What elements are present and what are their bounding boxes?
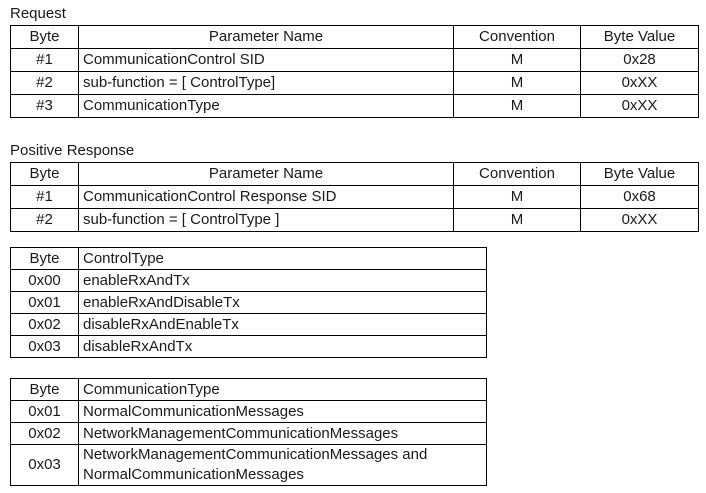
convention-cell: M (453, 71, 581, 95)
byte-cell: 0x03 (10, 444, 79, 486)
byte-column-header: Byte (10, 378, 79, 401)
table-row: 0x02 disableRxAndEnableTx (10, 313, 487, 336)
byte-cell: 0x00 (10, 269, 79, 292)
control-type-table: Byte ControlType 0x00 enableRxAndTx 0x01… (10, 247, 487, 358)
parameter-cell: CommunicationType (78, 94, 454, 118)
table-row: #2 sub-function = [ ControlType] M 0xXX (10, 71, 699, 95)
description-cell: enableRxAndTx (78, 269, 487, 292)
parameter-cell: CommunicationControl SID (78, 48, 454, 72)
byte-value-cell: 0x68 (580, 185, 699, 209)
byte-column-header: Byte (10, 247, 79, 270)
byte-cell: 0x01 (10, 400, 79, 423)
table-row: 0x03 NetworkManagementCommunicationMessa… (10, 444, 487, 486)
byte-value-cell: 0x28 (580, 48, 699, 72)
description-cell: NormalCommunicationMessages (78, 400, 487, 423)
byte-cell: 0x01 (10, 291, 79, 314)
table-row: #1 CommunicationControl Response SID M 0… (10, 185, 699, 209)
table-header-row: Byte Parameter Name Convention Byte Valu… (10, 25, 699, 49)
byte-cell: 0x02 (10, 422, 79, 445)
table-row: #2 sub-function = [ ControlType ] M 0xXX (10, 208, 699, 232)
table-header-row: Byte ControlType (10, 247, 487, 270)
parameter-cell: sub-function = [ ControlType ] (78, 208, 454, 232)
communication-type-column-header: CommunicationType (78, 378, 487, 401)
convention-column-header: Convention (453, 25, 581, 49)
description-cell: disableRxAndTx (78, 335, 487, 358)
convention-cell: M (453, 208, 581, 232)
byte-cell: #3 (10, 94, 79, 118)
table-row: #1 CommunicationControl SID M 0x28 (10, 48, 699, 72)
positive-response-table: Byte Parameter Name Convention Byte Valu… (10, 162, 699, 232)
table-row: 0x02 NetworkManagementCommunicationMessa… (10, 422, 487, 445)
parameter-name-column-header: Parameter Name (78, 25, 454, 49)
parameter-name-column-header: Parameter Name (78, 162, 454, 186)
byte-value-column-header: Byte Value (580, 25, 699, 49)
table-row: 0x00 enableRxAndTx (10, 269, 487, 292)
description-cell: NetworkManagementCommunicationMessages a… (78, 444, 487, 486)
byte-column-header: Byte (10, 162, 79, 186)
request-section-title: Request (10, 5, 66, 22)
byte-value-cell: 0xXX (580, 208, 699, 232)
communication-type-table: Byte CommunicationType 0x01 NormalCommun… (10, 378, 487, 486)
byte-cell: #1 (10, 48, 79, 72)
byte-value-column-header: Byte Value (580, 162, 699, 186)
table-row: 0x03 disableRxAndTx (10, 335, 487, 358)
convention-column-header: Convention (453, 162, 581, 186)
byte-cell: #1 (10, 185, 79, 209)
convention-cell: M (453, 94, 581, 118)
table-row: 0x01 enableRxAndDisableTx (10, 291, 487, 314)
positive-response-section-title: Positive Response (10, 142, 135, 159)
byte-cell: 0x03 (10, 335, 79, 358)
parameter-cell: CommunicationControl Response SID (78, 185, 454, 209)
byte-cell: #2 (10, 208, 79, 232)
byte-cell: 0x02 (10, 313, 79, 336)
table-header-row: Byte CommunicationType (10, 378, 487, 401)
byte-value-cell: 0xXX (580, 94, 699, 118)
table-row: #3 CommunicationType M 0xXX (10, 94, 699, 118)
parameter-cell: sub-function = [ ControlType] (78, 71, 454, 95)
request-table: Byte Parameter Name Convention Byte Valu… (10, 25, 699, 118)
byte-cell: #2 (10, 71, 79, 95)
table-row: 0x01 NormalCommunicationMessages (10, 400, 487, 423)
byte-column-header: Byte (10, 25, 79, 49)
description-cell: enableRxAndDisableTx (78, 291, 487, 314)
table-header-row: Byte Parameter Name Convention Byte Valu… (10, 162, 699, 186)
byte-value-cell: 0xXX (580, 71, 699, 95)
description-cell: NetworkManagementCommunicationMessages (78, 422, 487, 445)
convention-cell: M (453, 48, 581, 72)
convention-cell: M (453, 185, 581, 209)
control-type-column-header: ControlType (78, 247, 487, 270)
description-cell: disableRxAndEnableTx (78, 313, 487, 336)
